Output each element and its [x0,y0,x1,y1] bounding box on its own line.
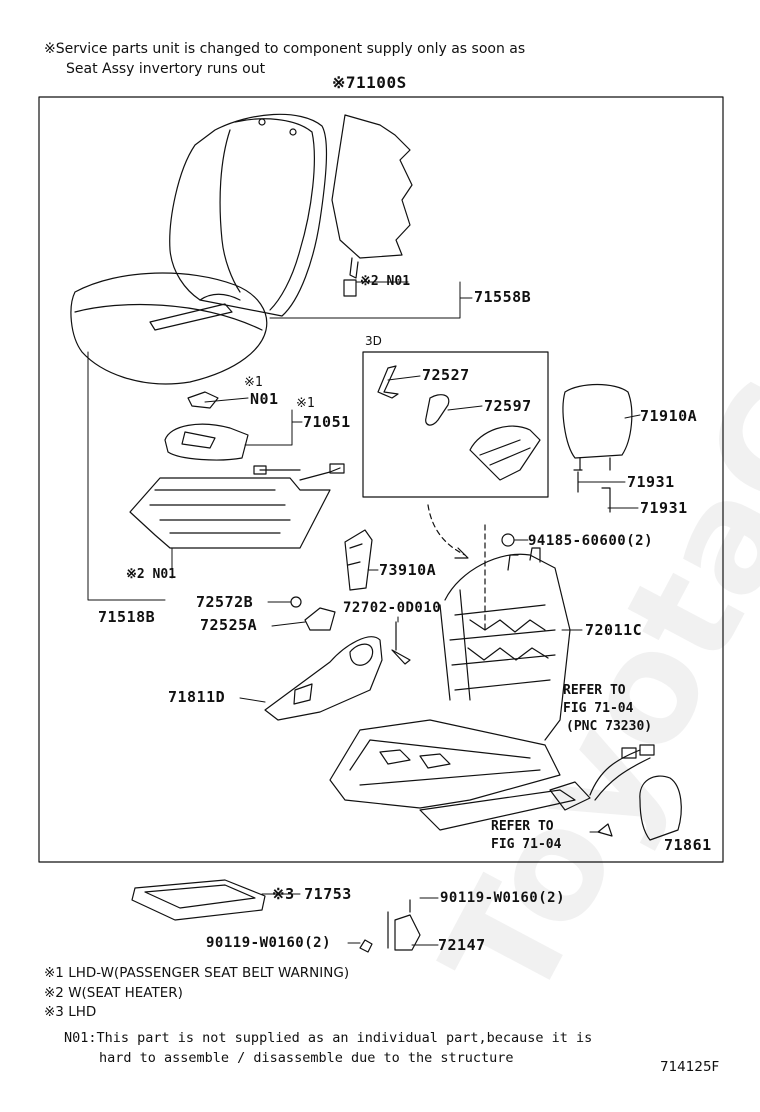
side-airbag [344,529,373,591]
label-mark1-b: ※1 [296,396,315,411]
label-72702: 72702-0D010 [343,600,442,616]
label-71518B: 71518B [98,608,156,626]
header-note-line1: ※Service parts unit is changed to compon… [44,41,526,57]
label-90119-a: 90119-W0160(2) [440,890,566,906]
label-71051: 71051 [303,413,351,431]
cushion-heater-panel [129,463,345,549]
label-72572B: 72572B [196,593,254,611]
label-90119-b: 90119-W0160(2) [206,935,332,951]
refer-label-2a: REFER TO [491,819,554,834]
seat-cushion-cover [70,272,268,385]
footnote-line2: hard to assemble / disassemble due to th… [99,1050,514,1066]
figure-id: 714125F [660,1059,720,1075]
belt-buckle [549,744,655,837]
leader-lines [87,281,641,946]
label-72597: 72597 [484,397,532,415]
detail-arrow [427,504,466,556]
footnote-line1: N01:This part is not supplied as an indi… [64,1030,593,1046]
detail-box-3d [362,351,549,498]
label-73910A: 73910A [379,561,437,579]
label-71931-b: 71931 [640,499,688,517]
label-71753: ※3 71753 [272,885,352,903]
tray-71753 [131,879,266,921]
headrest [562,383,633,513]
refer-label-2b: FIG 71-04 [491,837,562,852]
back-heater-panel [331,114,413,297]
assy-number: ※71100S [332,73,407,92]
label-n01-back-heater: ※2 N01 [360,274,411,289]
label-3d: 3D [365,334,382,348]
legend-3: ※3 LHD [44,1004,97,1020]
label-n01-sensor: N01 [250,390,279,408]
recliner-cover [264,636,383,721]
refer-label-1a: REFER TO [563,683,626,698]
label-72011C: 72011C [585,621,643,639]
legend-1: ※1 LHD-W(PASSENGER SEAT BELT WARNING) [44,965,350,981]
label-94185: 94185-60600(2) [528,533,654,549]
label-71811D: 71811D [168,688,226,706]
3d-detail-parts [377,365,541,481]
seat-frame [329,547,576,831]
label-71861: 71861 [664,836,712,854]
label-72527: 72527 [422,366,470,384]
header-note-line2: Seat Assy invertory runs out [66,61,266,77]
refer-label-1c: (PNC 73230) [566,719,653,734]
bracket-72702 [391,621,411,665]
nut-94185 [501,533,515,547]
legend-2: ※2 W(SEAT HEATER) [44,985,183,1001]
diagram-frame [38,96,724,863]
label-72147: 72147 [438,936,486,954]
seat-back-cover [169,113,328,317]
nut-72572B [290,596,302,608]
label-71931-a: 71931 [627,473,675,491]
label-mark1-a: ※1 [244,375,263,390]
label-71910A: 71910A [640,407,698,425]
belt-warning-sensor [164,391,249,461]
refer-label-1b: FIG 71-04 [563,701,634,716]
label-72525A: 72525A [200,616,258,634]
label-n01-cushion-heater: ※2 N01 [126,567,177,582]
shield-71861 [639,775,682,841]
watermark: ToyotaCarLine.ru [410,0,760,1030]
ecu-72147 [359,899,421,953]
label-71558B: 71558B [474,288,532,306]
knob-72525A [304,607,336,631]
